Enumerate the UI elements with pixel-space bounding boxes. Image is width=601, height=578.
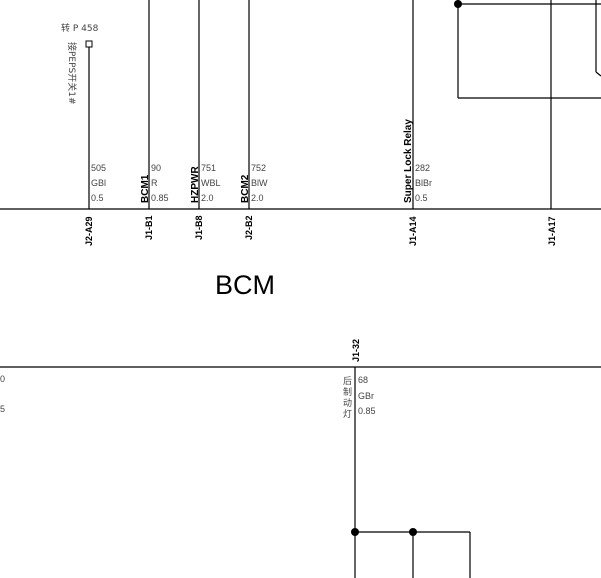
- circuit-number: 505: [91, 163, 106, 173]
- wire-gauge: 0.85: [358, 406, 376, 416]
- wire-color: BlBr: [415, 178, 432, 188]
- connector-vertical-text: 接PEPS开关1#: [66, 42, 78, 105]
- splice-dot: [409, 528, 417, 536]
- upper-wire-j1-b1: BCM1 90 R 0.85 J1-B1: [140, 0, 169, 240]
- wire-gauge: 0.85: [151, 193, 169, 203]
- wire-vertical-text-2: 制: [343, 386, 352, 398]
- relay-box-fragment: [454, 0, 601, 99]
- splice-dot: [351, 528, 359, 536]
- upper-wire-j2-b2: BCM2 752 BlW 2.0 J2-B2: [240, 0, 268, 240]
- left-edge-fragment: 5: [0, 404, 5, 414]
- circuit-number: 282: [415, 163, 430, 173]
- pin-label: J1-B1: [144, 215, 154, 240]
- upper-wire-j1-a17: J1-A17: [547, 0, 557, 246]
- circuit-number: 751: [201, 163, 216, 173]
- wire-color: WBL: [201, 178, 221, 188]
- lower-wire-j1-32: J1-32 后 制 动 灯 68 GBr 0.85: [343, 339, 376, 578]
- wire-gauge: 2.0: [251, 193, 264, 203]
- wire-color: R: [151, 178, 158, 188]
- module-title: BCM: [215, 270, 275, 300]
- wire-color: BlW: [251, 178, 268, 188]
- wire-gauge: 0.5: [91, 193, 104, 203]
- upper-wire-j2-a29: 505 GBl 0.5 J2-A29: [84, 47, 106, 246]
- connector-ref: 转 P 458: [61, 22, 99, 34]
- pin-label: J1-32: [351, 339, 361, 362]
- left-edge-fragment: 0: [0, 374, 5, 384]
- upper-wire-j1-a14: Super Lock Relay 282 BlBr 0.5 J1-A14: [403, 0, 432, 246]
- wire-color: GBr: [358, 391, 374, 401]
- pin-label: J1-A17: [547, 216, 557, 246]
- wire-gauge: 0.5: [415, 193, 428, 203]
- signal-name: HZPWR: [190, 166, 201, 203]
- pin-label: J2-A29: [84, 216, 94, 246]
- signal-name: BCM1: [140, 174, 151, 203]
- signal-name: Super Lock Relay: [403, 119, 414, 203]
- upper-wire-j1-b8: HZPWR 751 WBL 2.0 J1-B8: [190, 0, 221, 240]
- pin-label: J1-B8: [194, 215, 204, 240]
- signal-name: BCM2: [240, 174, 251, 203]
- wire-color: GBl: [91, 178, 106, 188]
- peps-connector-note: 转 P 458 接PEPS开关1#: [61, 22, 99, 105]
- wire-gauge: 2.0: [201, 193, 214, 203]
- circuit-number: 90: [151, 163, 161, 173]
- pin-label: J1-A14: [408, 216, 418, 246]
- circuit-number: 752: [251, 163, 266, 173]
- connector-terminal-square: [85, 40, 93, 48]
- wire-vertical-text-4: 灯: [343, 409, 352, 420]
- pin-label: J2-B2: [244, 215, 254, 240]
- lower-splice: [351, 528, 471, 578]
- wire-vertical-text-3: 动: [343, 398, 352, 409]
- circuit-number: 68: [358, 375, 368, 385]
- wire-vertical-text-1: 后: [343, 376, 352, 387]
